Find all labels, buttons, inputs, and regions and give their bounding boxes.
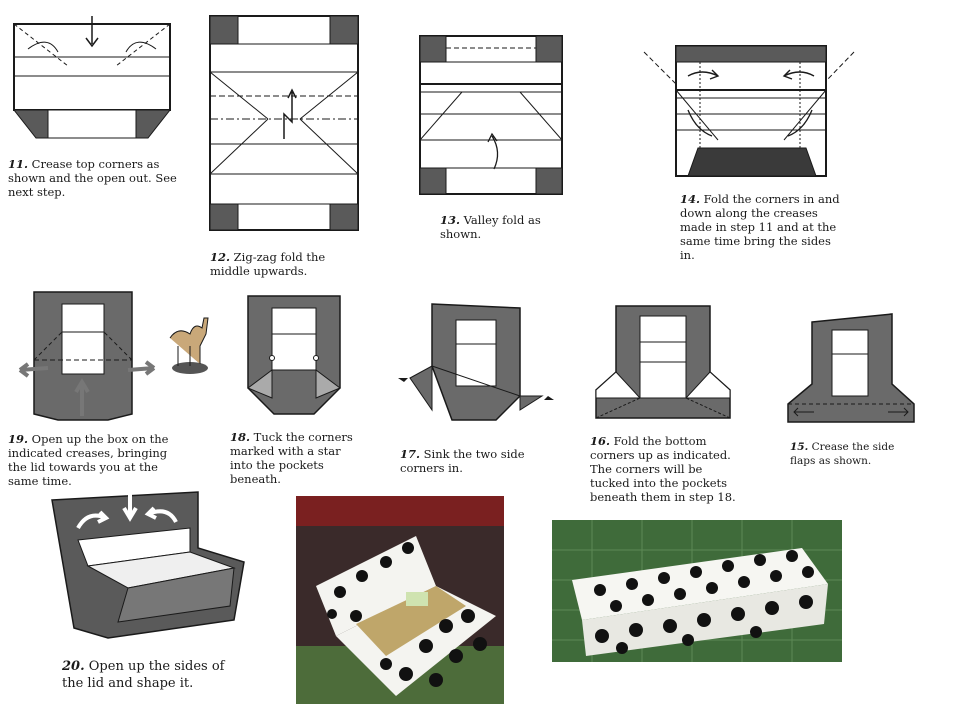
step-17-diagram xyxy=(396,300,556,424)
step-20-diagram xyxy=(48,488,248,643)
step-15-diagram xyxy=(784,312,920,424)
step-16-caption: 16. Fold the bottom corners up as indica… xyxy=(590,434,736,504)
step-17-caption: 17. Sink the two side corners in. xyxy=(400,447,525,475)
step-12-diagram xyxy=(208,14,360,232)
photo-closed-box xyxy=(552,520,842,662)
step-16-diagram xyxy=(588,302,738,422)
photo-open-box xyxy=(296,496,504,704)
step-11-diagram xyxy=(8,14,178,139)
step-14-diagram xyxy=(640,40,860,185)
step-18-caption: 18. Tuck the corners marked with a star … xyxy=(230,430,353,486)
step-19-diagram xyxy=(18,288,218,428)
step-12-caption: 12. Zig-zag fold the middle upwards. xyxy=(210,250,326,278)
step-18-diagram xyxy=(244,292,344,416)
step-11-caption: 11. Crease top corners as shown and the … xyxy=(8,157,177,199)
step-13-caption: 13. Valley fold as shown. xyxy=(440,213,541,241)
step-14-caption: 14. Fold the corners in and down along t… xyxy=(680,192,840,262)
step-15-caption: 15. Crease the side flaps as shown. xyxy=(790,441,895,467)
step-19-caption: 19. Open up the box on the indicated cre… xyxy=(8,432,169,488)
step-20-caption: 20. Open up the sides of the lid and sha… xyxy=(62,659,225,691)
step-13-diagram xyxy=(418,34,564,196)
